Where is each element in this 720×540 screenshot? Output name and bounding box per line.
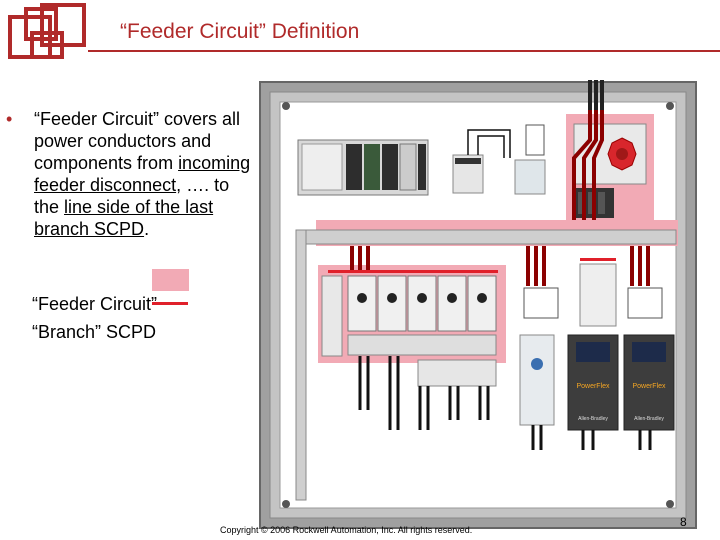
title-rule xyxy=(88,50,720,52)
drive-1-brand: PowerFlex xyxy=(576,383,610,390)
feeder-legend-label: “Feeder Circuit” xyxy=(32,294,158,314)
drive-2-maker: Allen-Bradley xyxy=(634,416,664,422)
drive-2-brand: PowerFlex xyxy=(632,383,666,390)
bullet-marker: • xyxy=(6,109,13,129)
control-panel-diagram: PowerFlex Allen-Bradley PowerFlex Allen-… xyxy=(259,80,697,529)
underlined-term-feeder-disconnect: incoming feeder disconnect xyxy=(34,153,251,195)
legend: “Feeder Circuit” “Branch” SCPD xyxy=(32,290,157,346)
feeder-legend-swatch xyxy=(152,269,189,291)
underlined-term-branch-scpd: line side of the last branch SCPD xyxy=(34,197,214,239)
bullet-text: “Feeder Circuit” covers all power conduc… xyxy=(34,109,251,239)
branch-legend-swatch xyxy=(152,302,188,305)
company-logo xyxy=(8,3,86,59)
page-number: 8 xyxy=(680,515,687,529)
branch-legend-label: “Branch” SCPD xyxy=(32,322,157,342)
drive-1-maker: Allen-Bradley xyxy=(578,416,608,422)
copyright-notice: Copyright © 2006 Rockwell Automation, In… xyxy=(220,525,473,535)
slide-title: “Feeder Circuit” Definition xyxy=(120,20,360,43)
